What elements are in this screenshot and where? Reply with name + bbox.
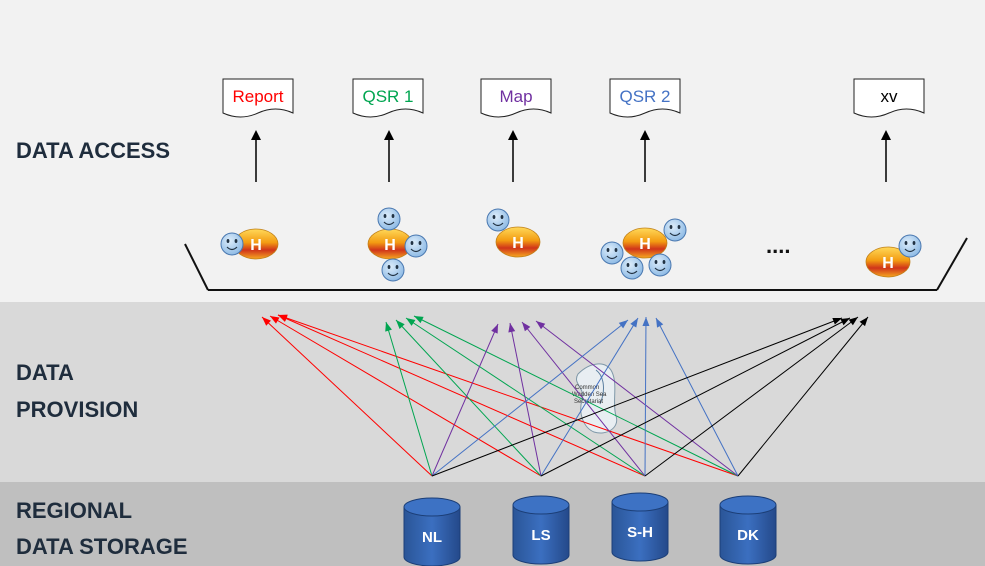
harvester-icon: H	[622, 227, 668, 259]
harvester-label: H	[512, 235, 524, 252]
provision-arrow	[540, 317, 851, 477]
document-label: xv	[881, 87, 899, 106]
up-arrow	[384, 130, 394, 182]
wadden-sea-map-icon: Common Wadden Sea Secretariat	[572, 363, 618, 434]
storage-label-line2: DATA STORAGE	[16, 534, 188, 559]
document-label: QSR 2	[619, 87, 670, 106]
data-provision-band	[0, 302, 985, 482]
up-arrow	[640, 130, 650, 182]
harvesters: H H H H H	[220, 207, 922, 282]
document-icon: Map	[480, 78, 552, 118]
document-icon: xv	[853, 78, 925, 118]
provision-arrow	[277, 314, 739, 477]
database-icon: LS	[512, 495, 570, 565]
provision-arrows	[261, 314, 869, 477]
document-icon: QSR 1	[352, 78, 424, 118]
provision-arrow	[431, 317, 843, 477]
up-arrow	[508, 130, 518, 182]
data-access-label: DATA ACCESS	[16, 138, 170, 163]
storage-label-line1: REGIONAL	[16, 498, 133, 523]
user-smiley-icon	[648, 253, 672, 277]
harvester-label: H	[384, 237, 396, 254]
database-icon: NL	[403, 497, 461, 566]
user-smiley-icon	[600, 241, 624, 265]
database-icon: DK	[719, 495, 777, 565]
provision-arrow	[431, 319, 629, 477]
user-smiley-icon	[620, 256, 644, 280]
data-access-band	[0, 0, 985, 302]
provision-arrow	[261, 316, 433, 477]
document-label: Map	[499, 87, 532, 106]
document-label: Report	[232, 87, 283, 106]
provision-arrow	[395, 319, 542, 477]
user-smiley-icon	[381, 258, 405, 282]
user-smiley-icon	[377, 207, 401, 231]
provision-arrow	[431, 323, 499, 477]
provision-arrow	[540, 317, 639, 477]
more-harvesters-ellipsis: ....	[766, 233, 790, 258]
data-provision-label-line2: PROVISION	[16, 397, 139, 422]
provision-arrow	[737, 316, 869, 477]
database-label: LS	[531, 527, 550, 544]
product-documents: Report QSR 1 Map QSR 2 xv	[222, 78, 925, 118]
database-label: NL	[422, 529, 442, 546]
user-smiley-icon	[404, 234, 428, 258]
harvester-label: H	[639, 236, 651, 253]
provision-arrow	[385, 321, 433, 477]
user-smiley-icon	[486, 208, 510, 232]
user-smiley-icon	[898, 234, 922, 258]
access-arrows	[251, 130, 891, 182]
harvester-label: H	[250, 237, 262, 254]
regional-databases: NL LS S-H DK	[403, 492, 777, 566]
harvester-label: H	[882, 255, 894, 272]
user-smiley-icon	[663, 218, 687, 242]
database-icon: S-H	[611, 492, 669, 562]
data-storage-band	[0, 482, 985, 566]
secretariat-label-2: Wadden Sea	[572, 392, 607, 398]
up-arrow	[881, 130, 891, 182]
provision-arrow	[269, 315, 542, 477]
provision-arrow	[642, 316, 650, 477]
provision-arrow	[655, 317, 739, 477]
provision-arrow	[535, 320, 739, 477]
user-smiley-icon	[220, 232, 244, 256]
harvester-basket	[184, 237, 968, 291]
database-label: S-H	[627, 524, 653, 541]
provision-arrow	[644, 316, 859, 477]
document-icon: Report	[222, 78, 294, 118]
harvester-icon: H	[865, 246, 911, 278]
harvester-icon: H	[495, 226, 541, 258]
database-label: DK	[737, 527, 759, 544]
provision-arrow	[508, 322, 542, 477]
data-provision-label-line1: DATA	[16, 360, 74, 385]
secretariat-label-1: Common	[575, 385, 599, 391]
provision-arrow	[413, 315, 739, 477]
document-icon: QSR 2	[609, 78, 681, 118]
up-arrow	[251, 130, 261, 182]
provision-arrow	[521, 321, 646, 477]
document-label: QSR 1	[362, 87, 413, 106]
harvester-icon: H	[233, 228, 279, 260]
